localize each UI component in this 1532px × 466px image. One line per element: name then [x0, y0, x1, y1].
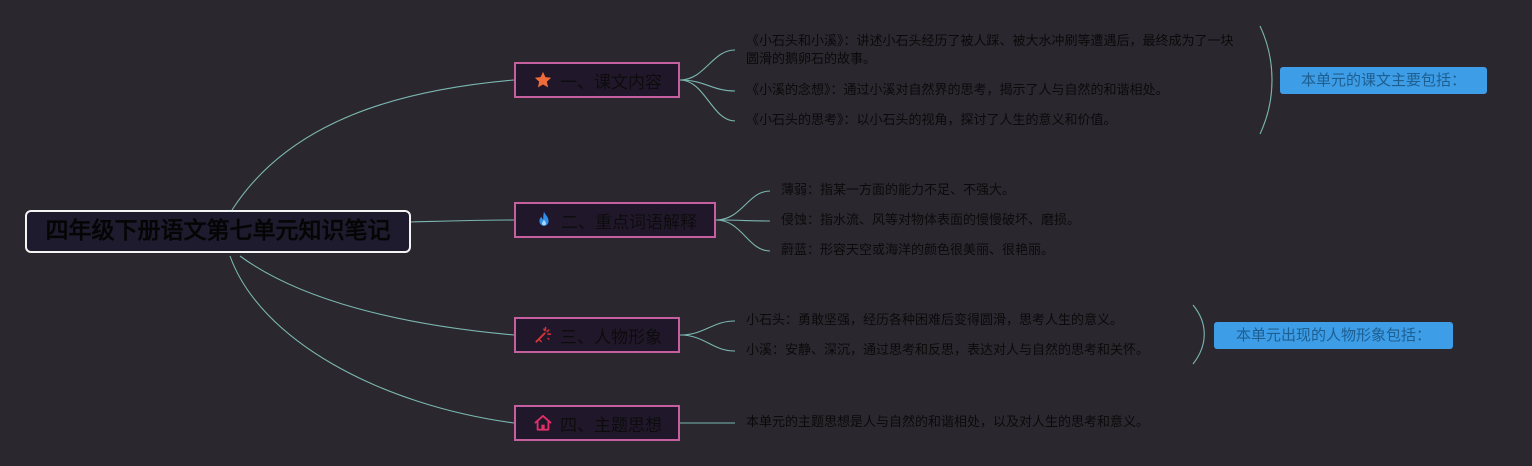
connector-root-topic-3 — [239, 255, 515, 336]
topic-key-words[interactable]: 二、重点词语解释 — [514, 202, 716, 238]
summary-course-content[interactable]: 本单元的课文主要包括： — [1280, 67, 1487, 94]
summary-characters[interactable]: 本单元出现的人物形象包括： — [1214, 322, 1453, 349]
topic-label: 四、主题思想 — [560, 415, 662, 436]
topic-label: 三、人物形象 — [560, 327, 662, 348]
leaf-lesson-stone-and-stream[interactable]: 《小石头和小溪》：讲述小石头经历了被人踩、被大水冲刷等遭遇后，最终成为了一块圆滑… — [746, 34, 1234, 67]
leaf-word-azure[interactable]: 蔚蓝：形容天空或海洋的颜色很美丽、很艳丽。 — [781, 243, 1055, 258]
topic-label: 一、课文内容 — [560, 72, 662, 93]
leaf-lesson-stream-thoughts[interactable]: 《小溪的念想》：通过小溪对自然界的思考，揭示了人与自然的和谐相处。 — [746, 83, 1169, 98]
connector-topic-2-leaf-1 — [715, 190, 771, 221]
leaf-theme-statement[interactable]: 本单元的主题思想是人与自然的和谐相处，以及对人生的思考和意义。 — [746, 415, 1150, 430]
connector-root-topic-2 — [410, 219, 515, 223]
wand-icon — [532, 324, 554, 346]
summary-bracket-1 — [1259, 25, 1273, 135]
topic-theme[interactable]: 四、主题思想 — [514, 405, 680, 441]
connector-topic-1-leaf-1 — [679, 49, 736, 81]
leaf-character-stone[interactable]: 小石头：勇敢坚强，经历各种困难后变得圆滑，思考人生的意义。 — [746, 313, 1124, 328]
home-icon — [532, 412, 554, 434]
connector-root-topic-1 — [231, 79, 515, 211]
summary-bracket-2 — [1192, 304, 1205, 365]
connector-topic-3-leaf-2 — [679, 334, 736, 352]
leaf-word-erode[interactable]: 侵蚀：指水流、风等对物体表面的慢慢破坏、磨损。 — [781, 213, 1081, 228]
connector-topic-2-leaf-3 — [715, 219, 771, 252]
leaf-character-stream[interactable]: 小溪：安静、深沉，通过思考和反思，表达对人与自然的思考和关怀。 — [746, 343, 1150, 358]
topic-course-content[interactable]: 一、课文内容 — [514, 62, 680, 98]
leaf-word-weak[interactable]: 薄弱：指某一方面的能力不足、不强大。 — [781, 183, 1016, 198]
leaf-lesson-stone-thoughts[interactable]: 《小石头的思考》：以小石头的视角，探讨了人生的意义和价值。 — [746, 113, 1117, 128]
star-icon — [532, 69, 554, 91]
flame-icon — [533, 209, 555, 231]
topic-label: 二、重点词语解释 — [561, 212, 697, 233]
connector-root-topic-4 — [229, 255, 515, 424]
connector-topic-1-leaf-3 — [679, 79, 736, 122]
central-topic[interactable]: 四年级下册语文第七单元知识笔记 — [25, 210, 411, 253]
connector-topic-3-leaf-1 — [679, 320, 736, 336]
connector-topic-2-leaf-2 — [715, 219, 771, 222]
central-topic-label: 四年级下册语文第七单元知识笔记 — [45, 218, 391, 244]
topic-characters[interactable]: 三、人物形象 — [514, 317, 680, 353]
